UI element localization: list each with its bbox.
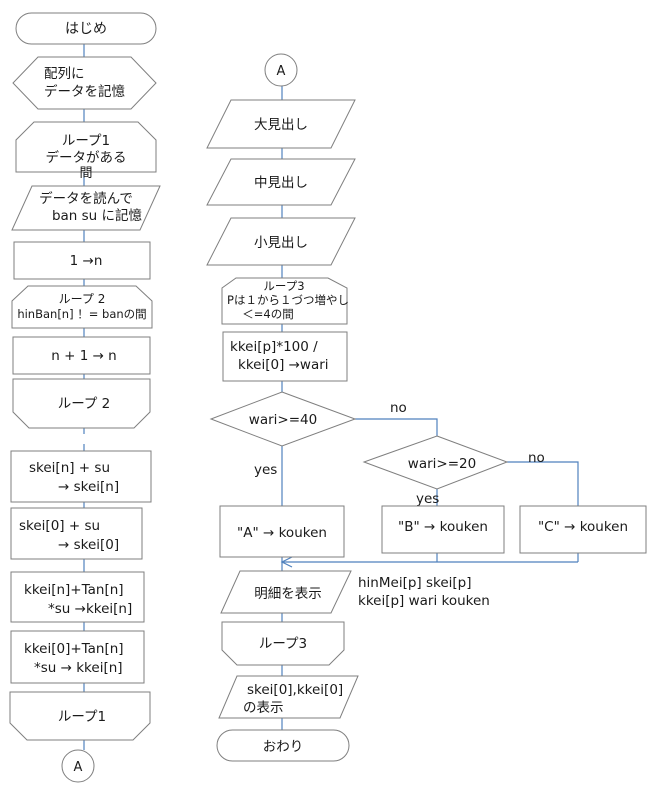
init-n-label: 1 →n <box>70 253 103 269</box>
compute-wari-line2: kkei[0] →wari <box>238 357 329 373</box>
show-totals-io <box>218 675 359 719</box>
loop3-close-label: ループ3 <box>259 636 307 652</box>
edge-decision1-no <box>355 418 438 436</box>
loop2-open-line1: ループ 2 <box>59 292 106 306</box>
end-terminator <box>216 729 350 762</box>
decision-wari-20-no: no <box>528 450 545 466</box>
add-kkei-0-line2: *su → kkei[n] <box>34 660 123 676</box>
add-kkei-n-line2: *su →kkei[n] <box>48 601 132 617</box>
assign-b-label: "B" → kouken <box>398 519 488 535</box>
loop1-close-label: ループ1 <box>58 709 106 725</box>
assign-a-label: "A" → kouken <box>237 525 327 541</box>
loop1-open-line1: ループ1 <box>62 133 110 149</box>
add-kkei-0-process <box>10 630 145 684</box>
detail-note-line2: kkei[p] wari kouken <box>358 593 490 609</box>
decision-wari-40-no: no <box>390 400 407 416</box>
decision-wari-20 <box>362 435 509 490</box>
show-totals-line1: skei[0],kkei[0] <box>247 682 343 698</box>
add-skei-0-line2: → skei[0] <box>58 537 119 553</box>
loop1-open <box>15 121 157 173</box>
connector-lines <box>83 44 579 750</box>
increment-n-label: n + 1 → n <box>51 348 117 364</box>
assign-b-process <box>381 505 505 554</box>
loop2-close <box>12 378 151 429</box>
minor-heading-io <box>206 217 356 266</box>
major-heading-label: 大見出し <box>254 117 308 133</box>
add-skei-0-line1: skei[0] + su <box>19 518 100 534</box>
decision-wari-40 <box>209 391 357 447</box>
mid-heading-io <box>206 158 356 206</box>
assign-c-label: "C" → kouken <box>538 519 628 535</box>
increment-n-process <box>12 336 151 375</box>
store-array-label-2: データを記憶 <box>44 83 125 100</box>
connector-a-right <box>264 53 298 87</box>
add-kkei-0-line1: kkei[0]+Tan[n] <box>24 641 124 657</box>
detail-note-line1: hinMei[p] skei[p] <box>358 575 472 591</box>
decision-wari-40-yes: yes <box>254 462 277 478</box>
loop3-open-line1: ループ3 <box>263 279 304 293</box>
connector-a-left <box>61 749 95 783</box>
read-data-line1: データを読んで <box>39 190 133 207</box>
assign-a-process <box>219 505 345 558</box>
edge-decision2-no <box>507 461 579 506</box>
show-totals-line2: の表示 <box>243 700 284 716</box>
compute-wari-line1: kkei[p]*100 / <box>230 339 318 355</box>
start-terminator <box>15 12 157 45</box>
loop2-open <box>11 285 153 329</box>
decision-wari-40-label: wari>=40 <box>249 412 317 428</box>
add-skei-n-process <box>10 450 152 503</box>
start-label: はじめ <box>65 21 107 37</box>
mid-heading-label: 中見出し <box>254 175 308 191</box>
show-detail-io <box>220 570 352 614</box>
edge-merge-arrow <box>280 556 293 568</box>
minor-heading-label: 小見出し <box>254 235 308 251</box>
add-kkei-n-process <box>10 571 145 623</box>
major-heading-io <box>206 99 356 149</box>
init-n-process <box>13 241 151 280</box>
show-detail-label: 明細を表示 <box>254 586 322 602</box>
compute-wari-process <box>222 331 348 382</box>
decision-wari-20-yes: yes <box>416 491 439 507</box>
store-array-label: 配列に <box>44 66 85 82</box>
add-skei-n-line1: skei[n] + su <box>29 460 110 476</box>
loop3-open-line3: ＜=4の間 <box>242 307 293 321</box>
loop1-open-line3: 間 <box>79 166 92 181</box>
loop2-open-line2: hinBan[n] ！= banの間 <box>17 307 146 321</box>
loop3-open <box>221 277 348 325</box>
connector-a-left-label: A <box>74 760 83 775</box>
connector-a-right-label: A <box>277 64 286 79</box>
read-data-line2: ban su に記憶 <box>52 207 143 224</box>
assign-c-process <box>519 505 647 554</box>
add-kkei-n-line1: kkei[n]+Tan[n] <box>24 582 124 598</box>
add-skei-0-process <box>10 507 143 560</box>
add-skei-n-line2: → skei[n] <box>58 479 119 495</box>
decision-wari-20-label: wari>=20 <box>408 456 476 472</box>
end-label: おわり <box>263 739 304 755</box>
store-array-preparation <box>12 56 157 110</box>
read-data-io <box>11 185 161 231</box>
loop3-close <box>221 621 345 666</box>
loop2-close-label: ループ 2 <box>58 396 111 412</box>
loop1-open-line2: データがある <box>46 149 127 166</box>
loop1-close <box>9 691 151 741</box>
loop3-open-line2: Pは１から１づつ増やし <box>227 293 349 307</box>
